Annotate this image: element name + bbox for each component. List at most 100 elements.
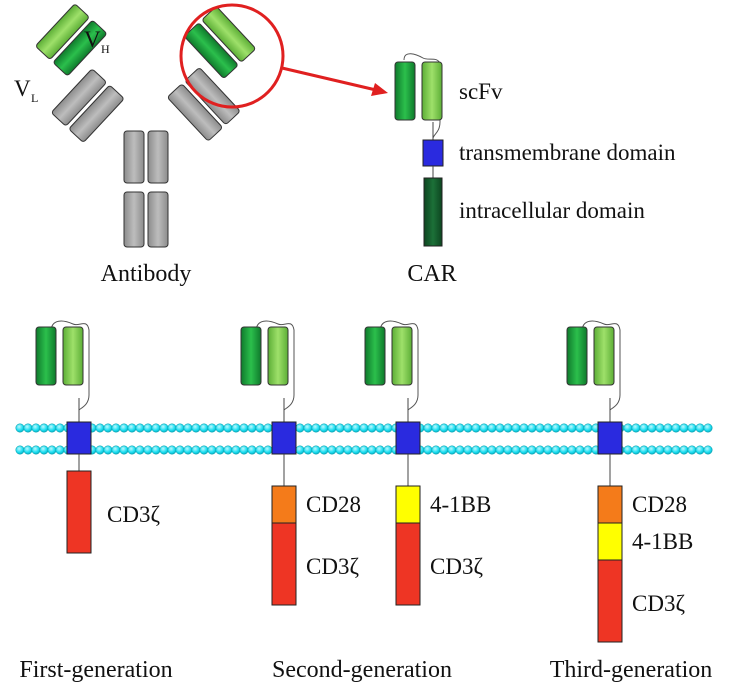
antibody-left-vl: [36, 4, 89, 59]
lipid-head: [487, 445, 497, 455]
lipid-head: [479, 423, 489, 433]
lipid-head: [503, 445, 513, 455]
lipid-head: [575, 445, 585, 455]
lipid-head: [15, 445, 25, 455]
lipid-head: [247, 423, 257, 433]
second-gen-a-cd3z-label: CD3ζ: [306, 554, 359, 579]
car-legend-intracellular: [423, 177, 443, 247]
lipid-head: [551, 445, 561, 455]
third-gen-cd3z-label: CD3ζ: [632, 591, 685, 616]
lipid-head: [295, 423, 305, 433]
lipid-head: [103, 445, 113, 455]
scfv-highlight-circle: [179, 3, 285, 109]
lipid-head: [327, 423, 337, 433]
car-legend-vh: [394, 61, 416, 121]
lipid-head: [551, 423, 561, 433]
antibody-right-arm: [167, 68, 240, 141]
lipid-head: [695, 423, 705, 433]
lipid-head: [623, 423, 633, 433]
third-gen-transmembrane-domain: [597, 421, 623, 455]
lipid-head: [127, 423, 137, 433]
lipid-head: [191, 423, 201, 433]
lipid-head: [671, 423, 681, 433]
second-gen-caption: Second-generation: [272, 657, 452, 683]
car-legend-transmembrane: [422, 139, 444, 167]
third-gen-extracellular: [566, 320, 623, 486]
vl-subscript: L: [31, 91, 38, 105]
lipid-head: [351, 423, 361, 433]
third-gen-41bb-domain: [597, 522, 623, 561]
lipid-head: [687, 445, 697, 455]
lipid-head: [495, 445, 505, 455]
lipid-head: [527, 445, 537, 455]
lipid-head: [335, 423, 345, 433]
lipid-head: [559, 423, 569, 433]
antibody-right-vh: [184, 23, 238, 78]
lipid-head: [239, 445, 249, 455]
lipid-head: [359, 423, 369, 433]
scfv-label: scFv: [459, 79, 503, 104]
lipid-head: [431, 445, 441, 455]
lipid-head: [183, 423, 193, 433]
lipid-head: [95, 423, 105, 433]
lipid-head: [439, 445, 449, 455]
second-gen-41bb-transmembrane-domain: [395, 421, 421, 455]
lipid-head: [455, 445, 465, 455]
lipid-head: [215, 445, 225, 455]
lipid-head: [207, 445, 217, 455]
lipid-head: [623, 445, 633, 455]
lipid-head: [95, 445, 105, 455]
lipid-head: [167, 423, 177, 433]
lipid-head: [383, 423, 393, 433]
lipid-head: [223, 423, 233, 433]
lipid-head: [511, 423, 521, 433]
lipid-head: [567, 445, 577, 455]
membrane-lipid-heads: [15, 423, 713, 455]
car-caption: CAR: [407, 261, 456, 287]
first-generation-car: CD3ζ First-generation: [19, 470, 173, 683]
lipid-head: [463, 423, 473, 433]
second-gen-41bb-vh-domain: [364, 326, 386, 386]
second-gen-b-cd3z-domain: [395, 522, 421, 606]
third-gen-vl-domain: [593, 326, 615, 386]
antibody-right-cl: [185, 68, 240, 125]
lipid-head: [639, 445, 649, 455]
third-gen-cd28-domain: [597, 485, 623, 524]
lipid-head: [703, 445, 713, 455]
lipid-head: [543, 423, 553, 433]
third-gen-cd28-label: CD28: [632, 492, 687, 517]
third-gen-cd3z-domain: [597, 559, 623, 643]
lipid-head: [431, 423, 441, 433]
car-legend: scFv transmembrane domain intracellular …: [394, 53, 676, 287]
first-gen-cd3z-domain: [66, 470, 92, 554]
third-gen-caption: Third-generation: [550, 657, 713, 683]
lipid-head: [31, 423, 41, 433]
second-gen-cd28-transmembrane-domain: [271, 421, 297, 455]
lipid-head: [255, 423, 265, 433]
lipid-head: [23, 423, 33, 433]
antibody-fc-left-lower: [123, 191, 145, 248]
lipid-head: [199, 445, 209, 455]
lipid-head: [479, 445, 489, 455]
second-gen-41bb-label: 4-1BB: [430, 492, 491, 517]
lipid-head: [639, 423, 649, 433]
lipid-head: [103, 423, 113, 433]
lipid-head: [119, 445, 129, 455]
lipid-head: [47, 423, 57, 433]
second-gen-b-cd3z-label: CD3ζ: [430, 554, 483, 579]
lipid-head: [647, 423, 657, 433]
lipid-head: [135, 445, 145, 455]
third-gen-vh-domain: [566, 326, 588, 386]
lipid-head: [663, 423, 673, 433]
lipid-head: [423, 445, 433, 455]
second-gen-cd28-vh-domain: [240, 326, 262, 386]
lipid-head: [535, 423, 545, 433]
lipid-head: [535, 445, 545, 455]
lipid-head: [119, 423, 129, 433]
lipid-head: [263, 445, 273, 455]
lipid-head: [583, 445, 593, 455]
lipid-head: [631, 423, 641, 433]
lipid-head: [31, 445, 41, 455]
lipid-head: [311, 423, 321, 433]
lipid-head: [343, 423, 353, 433]
